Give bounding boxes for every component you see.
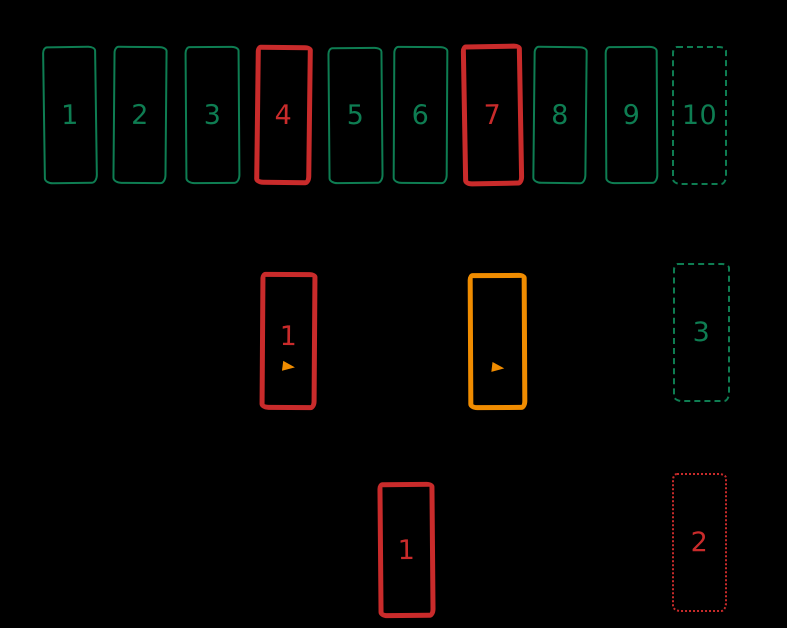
box-label: 6 xyxy=(411,99,430,131)
box-label: 8 xyxy=(550,99,570,131)
box-label: 9 xyxy=(622,99,641,131)
run3-box-2-pending: 2 xyxy=(672,473,727,612)
run3-box-1-failed: 1 xyxy=(377,481,436,619)
run1-box-9: 9 xyxy=(604,45,659,185)
box-label: 2 xyxy=(690,527,709,558)
run1-box-8: 8 xyxy=(532,45,588,185)
run1-box-10-pending: 10 xyxy=(672,46,727,185)
box-label: 1 xyxy=(397,534,416,566)
run1-box-3: 3 xyxy=(184,45,241,185)
box-label: 3 xyxy=(203,99,222,131)
run1-box-1: 1 xyxy=(42,45,98,185)
run2-box-2-running: ▶ xyxy=(467,272,528,411)
box-label: 7 xyxy=(483,99,502,131)
box-label: 1 xyxy=(60,99,80,131)
run1-box-7-failed: 7 xyxy=(460,43,525,187)
play-icon: ▶ xyxy=(281,358,296,375)
box-label: 3 xyxy=(692,317,711,348)
box-label: 1 xyxy=(279,320,298,353)
run1-box-2: 2 xyxy=(112,45,168,185)
box-label: 2 xyxy=(131,99,149,131)
run1-box-4-failed: 4 xyxy=(254,44,313,186)
box-label: 10 xyxy=(681,100,718,131)
run1-box-6: 6 xyxy=(392,45,449,185)
play-icon: ▶ xyxy=(490,359,505,376)
box-label: 5 xyxy=(346,99,365,132)
run1-box-5: 5 xyxy=(327,46,384,185)
run2-box-1-running: 1 ▶ xyxy=(259,271,318,411)
box-label: 4 xyxy=(274,99,293,131)
run2-box-3-pending: 3 xyxy=(673,263,730,402)
